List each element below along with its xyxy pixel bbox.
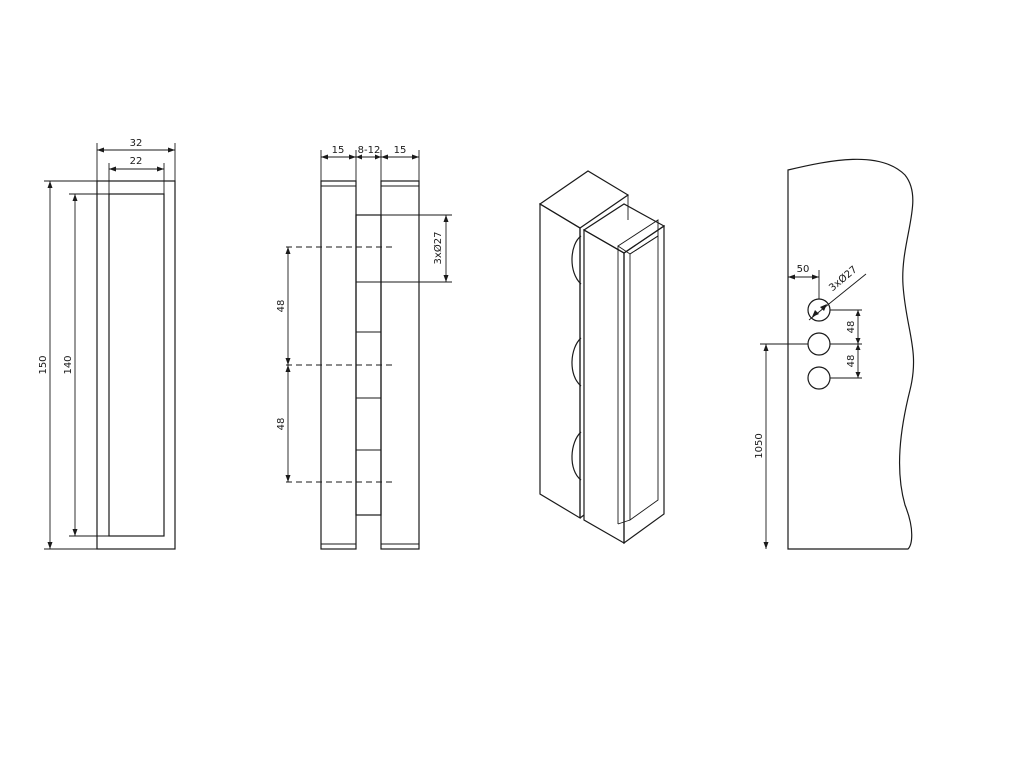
iso-back-handle (538, 170, 630, 520)
dim-hole-spacing-side-2-label: 48 (276, 418, 287, 431)
dim-hole-spacing-door: 48 48 (830, 309, 862, 379)
dim-outer-width-label: 32 (130, 138, 143, 149)
dim-hole-spacing-door-2-label: 48 (846, 355, 857, 368)
dim-edge-offset-label: 50 (797, 264, 810, 275)
dim-outer-height: 150 (38, 180, 97, 550)
dim-glass-gap-label: 8-12 (358, 145, 381, 156)
dim-depth-left-label: 15 (332, 145, 345, 156)
dim-inner-width-label: 22 (130, 156, 143, 167)
dim-inner-height-label: 140 (63, 355, 74, 374)
dim-depth-row: 15 8-12 15 (320, 145, 420, 181)
isometric-view (538, 170, 666, 545)
front-inner-opening (108, 193, 165, 537)
dim-mount-height: 1050 (754, 343, 808, 549)
front-outer-frame (96, 180, 176, 550)
dim-outer-height-label: 150 (38, 355, 49, 374)
door-panel-outline (787, 158, 915, 550)
side-view: 15 8-12 15 3xØ27 48 48 (276, 145, 452, 550)
door-hole-3 (807, 366, 831, 390)
iso-front-handle (582, 203, 666, 545)
dim-outer-width: 32 (96, 138, 176, 181)
dim-hole-diameter-door-label: 3xØ27 (827, 264, 860, 294)
dim-hole-diameter-side-label: 3xØ27 (432, 232, 444, 265)
dim-hole-spacing-side: 48 48 (276, 247, 291, 482)
door-view: 50 3xØ27 48 48 1050 (754, 158, 915, 550)
dim-depth-right-label: 15 (394, 145, 407, 156)
dim-hole-spacing-door-1-label: 48 (846, 321, 857, 334)
dim-inner-height: 140 (63, 193, 109, 537)
dim-mount-height-label: 1050 (754, 433, 765, 458)
dim-edge-offset: 50 (788, 264, 820, 299)
dim-inner-width: 22 (108, 156, 165, 194)
front-view: 32 22 150 140 (38, 138, 176, 550)
dim-hole-spacing-side-1-label: 48 (276, 300, 287, 313)
dim-hole-diameter-side: 3xØ27 (381, 214, 452, 283)
door-hole-2 (807, 332, 831, 356)
